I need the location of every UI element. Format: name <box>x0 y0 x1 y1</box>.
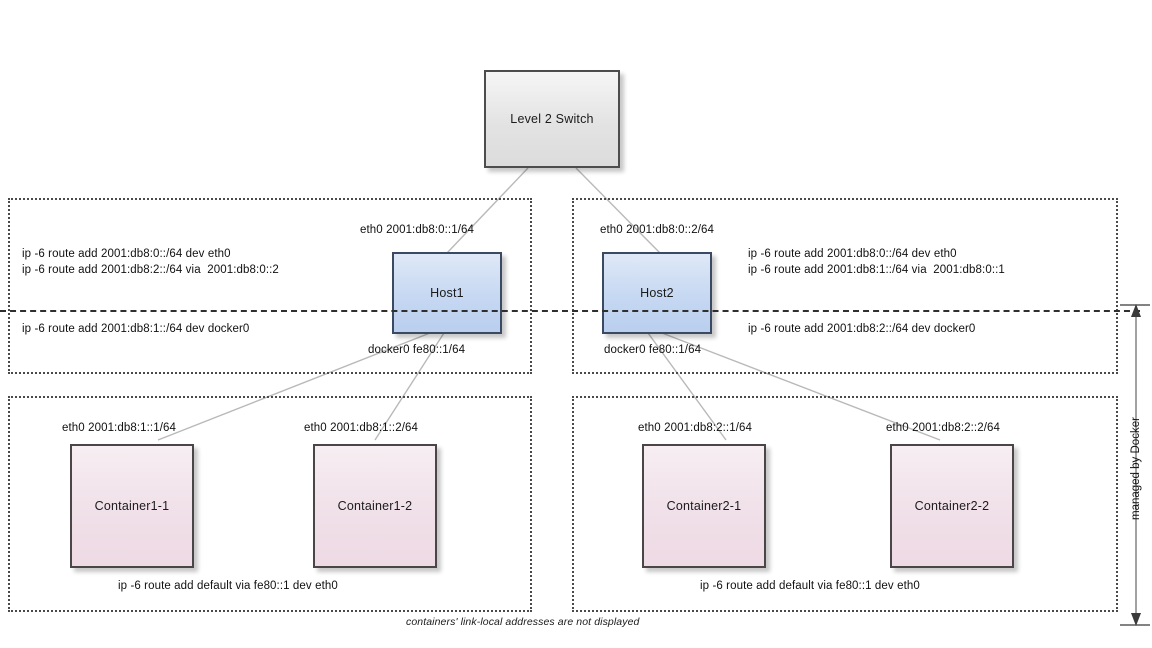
host2-docker0-label: docker0 fe80::1/64 <box>604 344 702 356</box>
node-container1-1[interactable]: Container1-1 <box>70 444 194 568</box>
host2-host-routes: ip -6 route add 2001:db8:0::/64 dev eth0… <box>748 248 1005 276</box>
switch-label: Level 2 Switch <box>510 112 594 126</box>
container-group-2-default-route: ip -6 route add default via fe80::1 dev … <box>700 580 920 592</box>
host1-docker-routes: ip -6 route add 2001:db8:1::/64 dev dock… <box>22 323 250 335</box>
container-group-1-region <box>8 396 532 612</box>
node-host1[interactable]: Host1 <box>392 252 502 334</box>
container1-2-label: Container1-2 <box>337 499 413 513</box>
namespace-separator-line <box>0 310 1140 312</box>
managed-by-docker-bracket <box>1120 304 1150 626</box>
host2-region <box>572 198 1118 374</box>
container1-2-eth0-label: eth0 2001:db8:1::2/64 <box>304 422 419 434</box>
container1-1-label: Container1-1 <box>94 499 170 513</box>
container1-1-eth0-label: eth0 2001:db8:1::1/64 <box>62 422 177 434</box>
managed-by-docker-label: managed by Docker <box>1130 417 1142 520</box>
container2-1-label: Container2-1 <box>666 499 742 513</box>
container-group-1-default-route: ip -6 route add default via fe80::1 dev … <box>118 580 338 592</box>
host1-host-routes: ip -6 route add 2001:db8:0::/64 dev eth0… <box>22 248 279 276</box>
container2-2-label: Container2-2 <box>914 499 990 513</box>
container2-2-eth0-label: eth0 2001:db8:2::2/64 <box>886 422 1001 434</box>
node-host2[interactable]: Host2 <box>602 252 712 334</box>
container2-1-eth0-label: eth0 2001:db8:2::1/64 <box>638 422 753 434</box>
host1-docker0-label: docker0 fe80::1/64 <box>368 344 466 356</box>
host2-label: Host2 <box>640 286 674 300</box>
node-container2-1[interactable]: Container2-1 <box>642 444 766 568</box>
host1-label: Host1 <box>430 286 464 300</box>
host1-region <box>8 198 532 374</box>
diagram-caption: containers' link-local addresses are not… <box>406 616 640 628</box>
host2-eth0-label: eth0 2001:db8:0::2/64 <box>600 224 715 236</box>
node-container2-2[interactable]: Container2-2 <box>890 444 1014 568</box>
node-level2-switch[interactable]: Level 2 Switch <box>484 70 620 168</box>
host1-eth0-label: eth0 2001:db8:0::1/64 <box>360 224 475 236</box>
container-group-2-region <box>572 396 1118 612</box>
node-container1-2[interactable]: Container1-2 <box>313 444 437 568</box>
host2-docker-routes: ip -6 route add 2001:db8:2::/64 dev dock… <box>748 323 976 335</box>
